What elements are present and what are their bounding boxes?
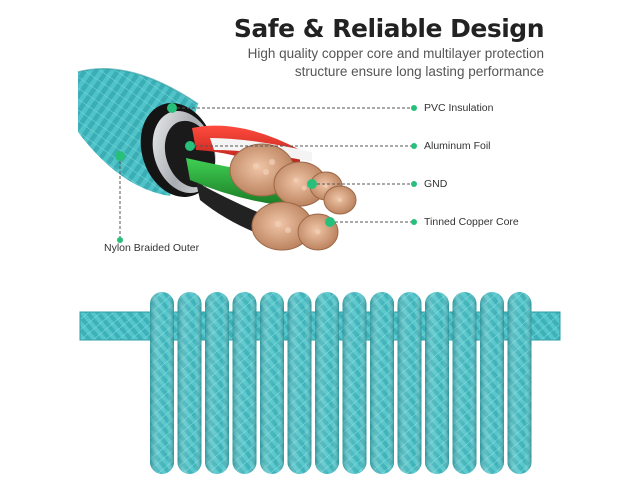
coil-loop-shade (260, 292, 284, 474)
coil-loop-shade (287, 292, 312, 474)
label-aluminum-foil: Aluminum Foil (424, 140, 491, 152)
coil-loop-shade (425, 292, 449, 474)
subtitle-line-2: structure ensure long lasting performanc… (294, 64, 544, 79)
coiled-cable (79, 292, 561, 474)
copper-strands (229, 143, 357, 251)
coil-loop-shade (205, 292, 229, 474)
label-gnd: GND (424, 178, 448, 190)
coil-loop-shade (177, 292, 202, 474)
gnd-dot (307, 179, 317, 189)
coil-loop-shade (370, 292, 394, 474)
label-pvc-insulation: PVC Insulation (424, 102, 494, 114)
headline: Safe & Reliable Design (233, 14, 545, 43)
nylon-dot (115, 151, 125, 161)
callout-dots (115, 103, 417, 243)
coil-loop-shade (397, 292, 422, 474)
callout-lines (119, 107, 412, 238)
coil-loop-shade (342, 292, 367, 474)
label-nylon-braided-outer: Nylon Braided Outer (104, 242, 200, 254)
subtitle-line-1: High quality copper core and multilayer … (247, 46, 544, 61)
coil-loop-shade (315, 292, 339, 474)
pvc-dot (167, 103, 177, 113)
coil-loop-shade (232, 292, 257, 474)
coil-loop-shade (150, 292, 174, 474)
copper-dot (325, 217, 335, 227)
coil-loop-shade (452, 292, 477, 474)
label-tinned-copper-core: Tinned Copper Core (424, 216, 519, 228)
coil-loop-shade (480, 292, 504, 474)
foil-dot (185, 141, 195, 151)
coil-loop-shade (507, 292, 532, 474)
cable-cross-section (77, 68, 357, 251)
